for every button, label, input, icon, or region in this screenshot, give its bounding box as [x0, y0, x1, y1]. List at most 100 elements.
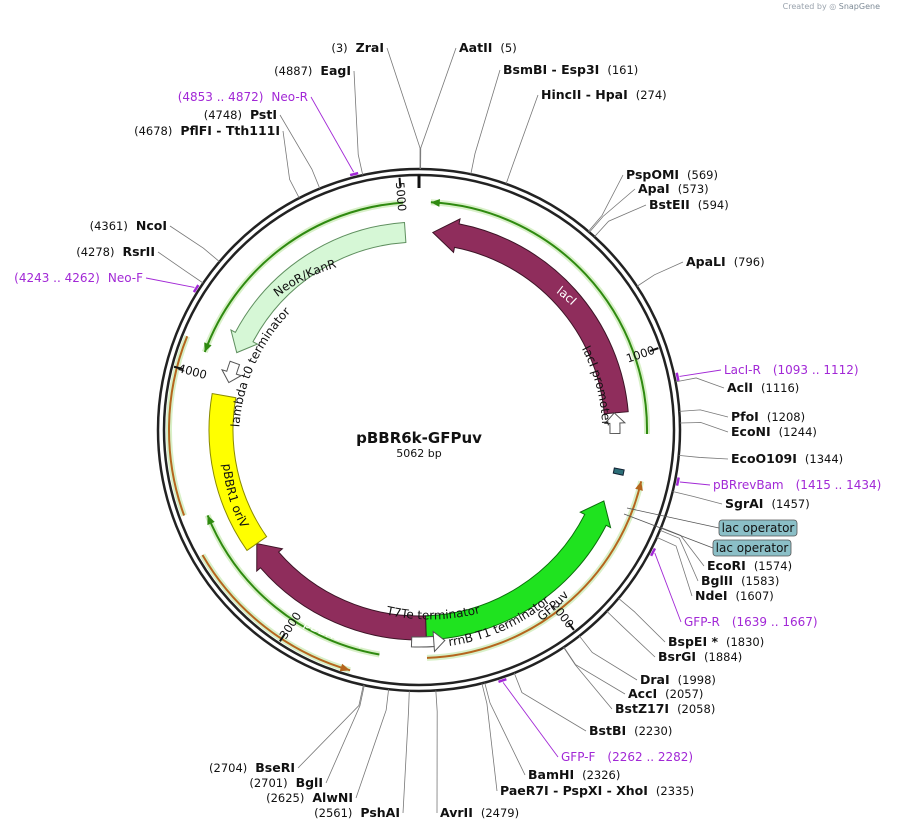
lac-operator-box-1 — [718, 519, 798, 537]
snapgene-logo-icon: ◎ — [829, 2, 837, 11]
feature-T7Te-arrow — [410, 635, 435, 648]
primer-line — [654, 552, 682, 623]
site-line-30 — [169, 225, 220, 263]
site-line-6 — [594, 204, 647, 238]
tick-label-4000: 4000 — [176, 361, 208, 382]
primer-line — [679, 481, 711, 486]
feature-oriV — [208, 392, 268, 552]
features — [208, 218, 629, 653]
primer-line — [502, 682, 559, 758]
site-label: EcoO109I(1344) — [731, 451, 843, 466]
primer-line — [310, 96, 355, 173]
site-label: EcoRI(1574) — [707, 558, 792, 573]
feature-lacI — [431, 218, 629, 415]
orf-rep-head — [207, 515, 215, 526]
label-T7Te: T7Te terminator — [384, 602, 481, 622]
orf-indicators — [166, 198, 651, 674]
site-label: (4361)NcoI — [90, 218, 167, 233]
site-label: (2625)AlwNI — [266, 790, 353, 805]
primer-mark — [192, 284, 200, 293]
site-line-3 — [505, 94, 539, 185]
orf-ori — [168, 335, 189, 516]
site-label: PfoI(1208) — [731, 409, 805, 424]
site-line-14 — [659, 529, 699, 582]
orf-orange2-head — [339, 663, 351, 672]
lac-operator-label-1: lac operator — [722, 521, 795, 535]
site-line-7 — [636, 261, 684, 287]
primer-label: LacI-R(1093 .. 1112) — [724, 363, 859, 377]
site-line-22 — [484, 682, 526, 776]
site-line-31 — [282, 130, 300, 199]
site-line-2 — [470, 69, 501, 175]
site-line-11 — [678, 454, 729, 460]
site-label: (2561)PshAI — [314, 805, 400, 820]
site-label: BstZ17I(2058) — [615, 701, 715, 716]
site-label: ApaI(573) — [638, 181, 709, 196]
primer-line — [145, 277, 195, 288]
plasmid-size: 5062 bp — [396, 447, 441, 460]
site-line-33 — [353, 70, 364, 176]
site-label: EcoNI(1244) — [731, 424, 817, 439]
primer-mark — [349, 171, 359, 177]
feature-NeoR — [230, 221, 407, 354]
snapgene-credit: Created by ◎ SnapGene — [783, 2, 880, 11]
tick-4000 — [173, 365, 183, 370]
primers: LacI-R(1093 .. 1112) pBRrevBam(1415 .. 14… — [14, 90, 881, 764]
site-label: ApaLI(796) — [686, 254, 765, 269]
orf-neo-head — [204, 342, 212, 353]
tick-label-5000: 5000 — [393, 182, 409, 212]
orf-lacI-head — [430, 198, 441, 207]
tick-1000 — [649, 347, 659, 352]
primer-line — [679, 369, 722, 377]
lac-operator-label-2: lac operator — [716, 541, 789, 555]
site-line-0 — [386, 47, 421, 170]
primer-mark — [649, 547, 657, 557]
site-line-21 — [513, 672, 587, 732]
site-label: (4748)PstI — [204, 107, 277, 122]
site-line-8 — [675, 377, 725, 389]
site-label: BglII(1583) — [701, 573, 779, 588]
primer-label: pBRrevBam(1415 .. 1434) — [713, 478, 881, 492]
backbone-outer — [156, 167, 682, 693]
primer-label: (4853 .. 4872)Neo-R — [178, 90, 308, 104]
site-line-15 — [656, 536, 693, 597]
site-line-16 — [618, 597, 666, 643]
site-line-27 — [325, 685, 365, 784]
primer-mark — [675, 477, 680, 486]
site-label: PspOMI(569) — [626, 167, 718, 182]
site-label: AclI(1116) — [727, 380, 799, 395]
site-line-28 — [297, 684, 364, 769]
site-label: BstBI(2230) — [589, 723, 672, 738]
site-label: PaeR7I - PspXI - XhoI(2335) — [500, 783, 694, 798]
orf-lacI — [430, 201, 649, 435]
site-line-18 — [579, 635, 638, 681]
site-label: BamHI(2326) — [528, 767, 620, 782]
site-label: (3)ZraI — [331, 40, 384, 55]
lac-operator-callouts: lac operator lac operator — [623, 507, 798, 557]
feature-lac-operator-1 — [612, 467, 625, 476]
primer-mark — [675, 372, 680, 382]
site-label: (4678)PflFI - Tth111I — [134, 123, 280, 138]
site-line-26 — [355, 689, 390, 799]
site-label: (4278)RsrII — [76, 244, 155, 259]
site-label: SgrAI(1457) — [725, 496, 810, 511]
feature-lacI-promoter-arrow — [603, 412, 627, 435]
site-line-10 — [679, 422, 729, 433]
site-line-12 — [672, 491, 723, 505]
site-label: BsrGI(1884) — [658, 649, 742, 664]
site-label: NdeI(1607) — [695, 588, 774, 603]
orf-gfp — [426, 481, 643, 659]
tick-3000 — [279, 633, 286, 642]
lac-operator-box-2 — [712, 539, 792, 557]
orf-orange2 — [201, 554, 351, 672]
tick-2000 — [567, 622, 575, 631]
orf-neo — [203, 201, 404, 353]
orf-gfp-head — [635, 481, 643, 491]
site-label: DraI(1998) — [640, 672, 716, 687]
site-line-29 — [157, 251, 204, 284]
site-line-9 — [679, 409, 729, 418]
site-label: AccI(2057) — [628, 686, 703, 701]
primer-label: (4243 .. 4262)Neo-F — [14, 271, 143, 285]
